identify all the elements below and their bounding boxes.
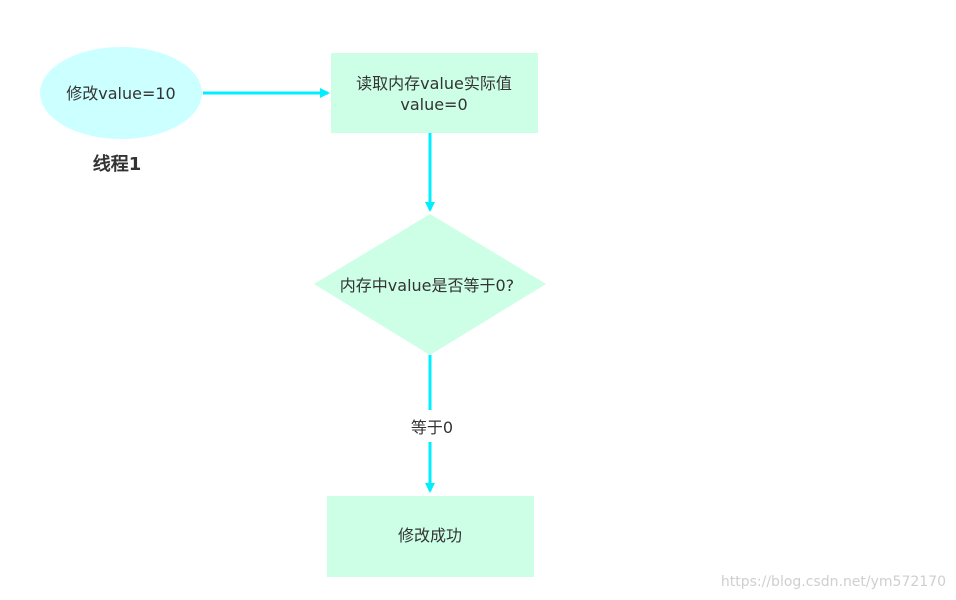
- decision-diamond: [314, 214, 546, 355]
- read-node: 读取内存value实际值 value=0: [331, 53, 538, 133]
- edge-label: 等于0: [411, 418, 453, 437]
- decision-label: 内存中value是否等于0?: [340, 276, 514, 295]
- success-node: 修改成功: [327, 496, 534, 577]
- read-label-line1: 读取内存value实际值: [356, 74, 512, 93]
- decision-node: 内存中value是否等于0?: [314, 214, 546, 355]
- thread-label: 线程1: [93, 153, 142, 175]
- watermark: https://blog.csdn.net/ym572170: [721, 574, 946, 590]
- start-label: 修改value=10: [66, 84, 175, 103]
- read-box: [331, 53, 538, 133]
- read-label-line2: value=0: [400, 95, 467, 114]
- success-box: [327, 496, 534, 577]
- start-node: 修改value=10: [40, 47, 202, 139]
- success-label: 修改成功: [398, 526, 462, 545]
- start-ellipse: [40, 47, 202, 139]
